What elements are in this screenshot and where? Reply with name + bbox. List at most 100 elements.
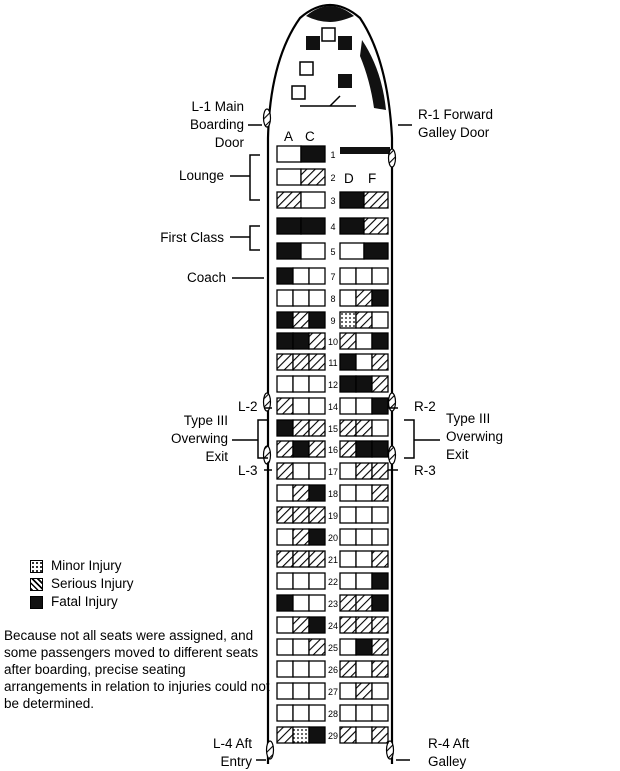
seat-left (292, 572, 310, 590)
seat-left (292, 397, 310, 415)
seat-left (308, 550, 326, 568)
seat-right (339, 682, 357, 700)
seat-right (339, 506, 357, 524)
seat-left (308, 267, 326, 285)
legend-minor: Minor Injury (30, 557, 134, 575)
seat-left (276, 419, 294, 437)
seat-right (339, 419, 357, 437)
seat-right (371, 462, 389, 480)
seat-left (308, 332, 326, 350)
seat-right (339, 638, 357, 656)
seat-right (371, 397, 389, 415)
bracket (404, 419, 415, 459)
door-l4-label: L-4 Aft Entry (212, 736, 252, 769)
seat-right (339, 191, 365, 209)
row-number: 25 (328, 643, 338, 653)
seat-right (371, 550, 389, 568)
row-number: 24 (328, 621, 338, 631)
cockpit-shade (360, 40, 386, 110)
row-number: 5 (330, 247, 335, 257)
row-number: 7 (330, 272, 335, 282)
bracket (249, 225, 260, 251)
seat-right (371, 572, 389, 590)
exit-l3-label: L-3 (238, 463, 258, 478)
row-number: 16 (328, 445, 338, 455)
seat-left (276, 168, 302, 186)
overwing-right-label: Type III Overwing Exit (446, 411, 504, 462)
row-number: 20 (328, 533, 338, 543)
seat-left (308, 375, 326, 393)
seat-right (371, 704, 389, 722)
seat-right (371, 311, 389, 329)
seat-left (276, 289, 294, 307)
row-number: 23 (328, 599, 338, 609)
column-c-label: C (305, 129, 315, 144)
legend: Minor Injury Serious Injury Fatal Injury (30, 557, 134, 611)
seat-right (355, 440, 373, 458)
seat-right (371, 506, 389, 524)
lounge-label: Lounge (178, 168, 224, 183)
column-a-label: A (284, 129, 294, 144)
seat-left (276, 242, 302, 260)
seat-left (308, 572, 326, 590)
seat-right (339, 462, 357, 480)
seat-left (308, 397, 326, 415)
seat-right (339, 397, 357, 415)
seat-right (339, 267, 357, 285)
seat-right (355, 462, 373, 480)
seat-right (355, 550, 373, 568)
seat-left (292, 332, 310, 350)
seat-left (292, 528, 310, 546)
seat-left (308, 419, 326, 437)
seat-right (355, 375, 373, 393)
seat-left (276, 145, 302, 163)
seat-left (276, 528, 294, 546)
seat-left (292, 638, 310, 656)
seat-left (300, 168, 326, 186)
seat-right (339, 440, 357, 458)
seat-left (276, 311, 294, 329)
seat-left (292, 484, 310, 502)
seat-left (308, 594, 326, 612)
cockpit-seat (291, 85, 306, 100)
row-number: 19 (328, 511, 338, 521)
seat-left (292, 289, 310, 307)
seat-left (292, 375, 310, 393)
seat-left (276, 191, 302, 209)
seat-left (308, 484, 326, 502)
row-number: 4 (330, 222, 335, 232)
coach-label: Coach (186, 270, 226, 285)
seat-right (339, 572, 357, 590)
seat-right (339, 289, 357, 307)
seat-left (292, 682, 310, 700)
row-number: 29 (328, 731, 338, 741)
row-number: 22 (328, 577, 338, 587)
seat-right (371, 419, 389, 437)
seat-right (339, 616, 357, 634)
seat-left (276, 267, 294, 285)
seat-left (308, 440, 326, 458)
seat-right (355, 289, 373, 307)
seat-left (276, 353, 294, 371)
door-r1-label: R-1 Forward Galley Door (418, 107, 494, 140)
seat-right (371, 332, 389, 350)
door-marker (265, 740, 275, 760)
bracket (249, 154, 260, 201)
row-number: 28 (328, 709, 338, 719)
seat-left (276, 638, 294, 656)
seat-left (308, 682, 326, 700)
exit-l2-label: L-2 (238, 399, 258, 414)
seat-right (355, 397, 373, 415)
legend-fatal-text: Fatal Injury (51, 594, 118, 609)
cockpit-seat (338, 36, 352, 50)
fatal-injury-swatch (30, 595, 43, 609)
seat-left (276, 217, 302, 235)
seat-left (308, 506, 326, 524)
seat-left (276, 375, 294, 393)
seat-left (292, 550, 310, 568)
seat-left (308, 704, 326, 722)
seat-right (371, 484, 389, 502)
bracket (257, 419, 268, 459)
row-number: 26 (328, 665, 338, 675)
seat-right (371, 638, 389, 656)
